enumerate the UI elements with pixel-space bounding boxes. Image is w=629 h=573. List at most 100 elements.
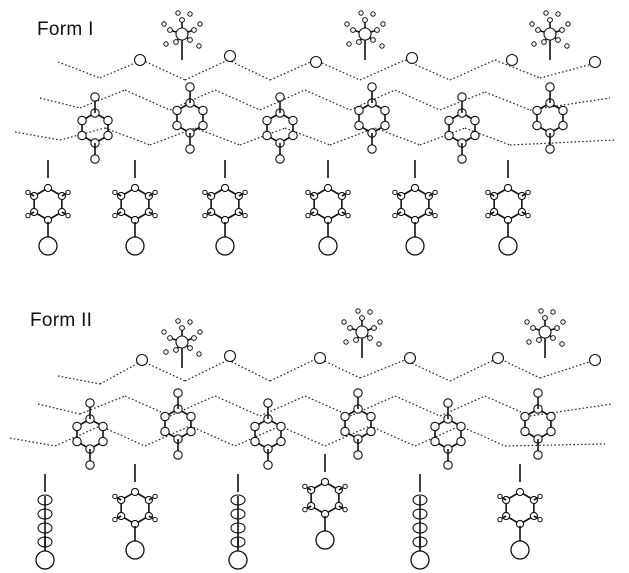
hydrogen-bond	[324, 425, 371, 447]
core-ring-atom	[546, 426, 556, 437]
hydrogen-bond	[39, 97, 81, 109]
substituent-atom	[355, 325, 369, 339]
hydrogen-atom	[302, 483, 308, 490]
substituent-atom	[358, 27, 372, 41]
hydrogen-atom	[112, 212, 118, 219]
chlorine-atom	[228, 550, 248, 570]
hydrogen-atom	[554, 325, 560, 331]
hydrogen-atom	[112, 493, 118, 500]
core-ring-atom	[98, 421, 108, 432]
hydrogen-atom	[202, 212, 208, 219]
hydrogen-atom	[555, 11, 561, 17]
hydrogen-atom	[374, 27, 380, 33]
hydrogen-atom	[152, 516, 158, 523]
hydrogen-bond	[144, 425, 191, 447]
exocyclic-atom	[443, 460, 453, 470]
heteroatom	[135, 353, 149, 367]
hydrogen-atom	[392, 189, 398, 196]
hydrogen-bond	[37, 403, 81, 415]
hydrogen-atom	[152, 493, 158, 500]
hydrogen-atom	[485, 189, 491, 196]
core-ring-atom	[103, 115, 113, 126]
hydrogen-atom	[565, 21, 571, 27]
hydrogen-atom	[550, 335, 556, 341]
core-ring-atom	[340, 426, 350, 437]
hydrogen-atom	[371, 325, 377, 331]
hydrogen-atom	[341, 319, 347, 325]
core-ring-atom	[558, 105, 568, 116]
hydrogen-atom	[367, 335, 373, 341]
exocyclic-atom	[367, 144, 377, 154]
phenyl-ring-atom	[323, 183, 333, 193]
hydrogen-atom	[525, 212, 531, 219]
heteroatom	[223, 349, 237, 363]
heteroatom	[309, 55, 323, 69]
core-ring-atom	[444, 130, 454, 141]
hydrogen-bond	[189, 425, 236, 447]
hydrogen-atom	[25, 189, 31, 196]
hydrogen-bond	[184, 59, 229, 81]
hydrogen-atom	[555, 37, 561, 43]
hydrogen-atom	[359, 315, 365, 321]
chlorine-atom	[498, 236, 518, 256]
phenyl-ring-atom	[515, 487, 525, 497]
hydrogen-bond	[234, 425, 281, 447]
exocyclic-atom	[353, 388, 363, 398]
exocyclic-atom	[263, 460, 273, 470]
hydrogen-atom	[342, 506, 348, 513]
form-2-structure-diagram	[9, 308, 613, 570]
phenyl-ring-atom	[234, 191, 244, 201]
hydrogen-atom	[542, 315, 548, 321]
hydrogen-atom	[524, 319, 530, 325]
hydrogen-bond	[54, 425, 101, 447]
hydrogen-atom	[526, 339, 532, 345]
form-1-label: Form I	[37, 19, 94, 40]
core-ring-atom	[172, 120, 182, 131]
hydrogen-atom	[25, 212, 31, 219]
core-ring-atom	[172, 105, 182, 116]
heteroatom	[588, 55, 602, 69]
hydrogen-bond	[57, 61, 101, 79]
exocyclic-atom	[353, 450, 363, 460]
hydrogen-atom	[196, 43, 202, 49]
hydrogen-atom	[191, 27, 197, 33]
exocyclic-atom	[457, 154, 467, 164]
core-ring-atom	[288, 130, 298, 141]
phenyl-ring-atom	[503, 183, 513, 193]
heteroatom	[313, 351, 327, 365]
hydrogen-atom	[530, 325, 536, 331]
core-ring-atom	[103, 130, 113, 141]
hydrogen-bond	[459, 425, 506, 447]
heteroatom	[403, 351, 417, 365]
phenyl-ring-atom	[410, 183, 420, 193]
core-ring-atom	[380, 105, 390, 116]
substituent-atom	[175, 335, 189, 349]
exocyclic-atom	[275, 92, 285, 102]
hydrogen-atom	[187, 37, 193, 43]
hydrogen-bond	[359, 359, 406, 379]
chlorine-atom	[35, 550, 55, 570]
hydrogen-atom	[197, 21, 203, 27]
hydrogen-bond	[194, 127, 241, 146]
hydrogen-bond	[99, 425, 146, 447]
core-ring-atom	[198, 105, 208, 116]
hydrogen-atom	[485, 212, 491, 219]
core-ring-atom	[262, 115, 272, 126]
exocyclic-atom	[173, 388, 183, 398]
hydrogen-bond	[369, 425, 416, 447]
exocyclic-atom	[85, 398, 95, 408]
hydrogen-atom	[163, 349, 169, 355]
hydrogen-bond	[504, 443, 606, 447]
heteroatom	[588, 353, 602, 367]
hydrogen-atom	[152, 212, 158, 219]
hydrogen-atom	[347, 325, 353, 331]
core-ring-atom	[366, 426, 376, 437]
hydrogen-atom	[531, 41, 537, 47]
hydrogen-bond	[394, 395, 441, 417]
hydrogen-bond	[259, 89, 306, 111]
chlorine-atom	[410, 550, 430, 570]
substituent-atom	[543, 27, 557, 41]
core-ring-atom	[444, 115, 454, 126]
core-ring-atom	[354, 105, 364, 116]
hydrogen-bond	[279, 425, 326, 447]
